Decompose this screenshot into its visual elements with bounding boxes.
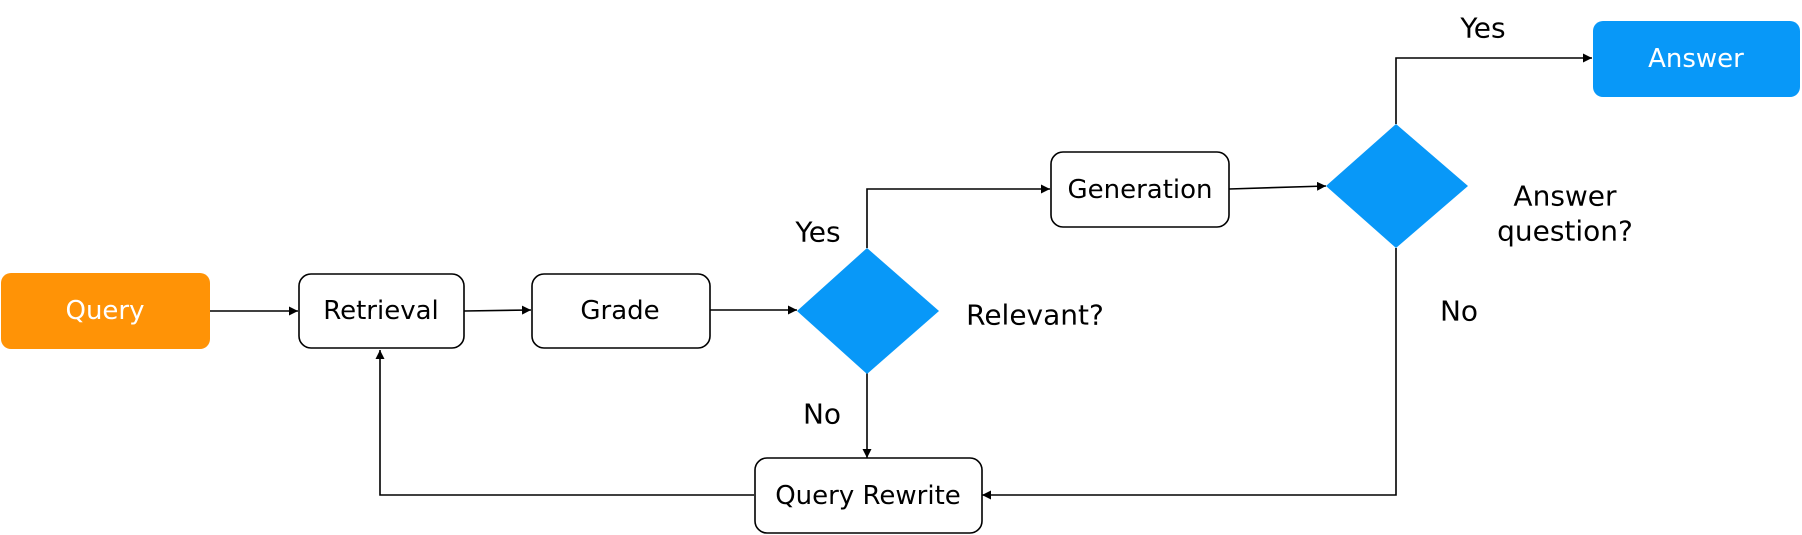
answer-node: Answer: [1593, 21, 1800, 97]
edge-answer-no-to-rewrite: [982, 248, 1397, 500]
answer-question-label-line2: question?: [1497, 215, 1633, 248]
relevant-decision-diamond: [797, 248, 939, 374]
query-node-box: [1, 273, 210, 349]
relevant-question-label: Relevant?: [966, 299, 1104, 332]
edge-answer-yes-to-answer: [1395, 53, 1592, 124]
relevant-no-label: No: [803, 398, 841, 431]
answer-no-label: No: [1440, 295, 1478, 328]
answer-decision-diamond: [1326, 124, 1468, 248]
query-node: Query: [1, 273, 210, 349]
grade-node: Grade: [531, 273, 711, 349]
answer-yes-label: Yes: [1459, 12, 1505, 45]
query-node-label: Query: [65, 296, 144, 326]
query-rewrite-node: Query Rewrite: [754, 457, 983, 534]
answer-decision-node: [1326, 124, 1468, 248]
edge-generation-to-answer-decision: [1228, 181, 1327, 191]
relevant-decision-node: [797, 248, 939, 374]
query-rewrite-node-label: Query Rewrite: [775, 481, 961, 511]
answer-node-box: [1593, 21, 1800, 97]
generation-node-label: Generation: [1067, 175, 1212, 205]
grade-node-label: Grade: [580, 296, 659, 326]
query-rewrite-node-box: [754, 457, 983, 534]
generation-node-box: [1050, 151, 1230, 228]
retrieval-node-label: Retrieval: [323, 296, 439, 326]
edge-rewrite-to-retrieval: [375, 350, 754, 496]
edge-relevant-yes-to-generation: [866, 184, 1050, 248]
grade-node-box: [531, 273, 711, 349]
relevant-yes-label: Yes: [794, 216, 840, 249]
generation-node: Generation: [1050, 151, 1230, 228]
answer-question-label-line1: Answer: [1513, 180, 1617, 213]
retrieval-node: Retrieval: [298, 273, 465, 349]
answer-node-label: Answer: [1648, 44, 1744, 74]
retrieval-node-box: [298, 273, 465, 349]
edge-retrieval-to-grade: [463, 305, 532, 315]
